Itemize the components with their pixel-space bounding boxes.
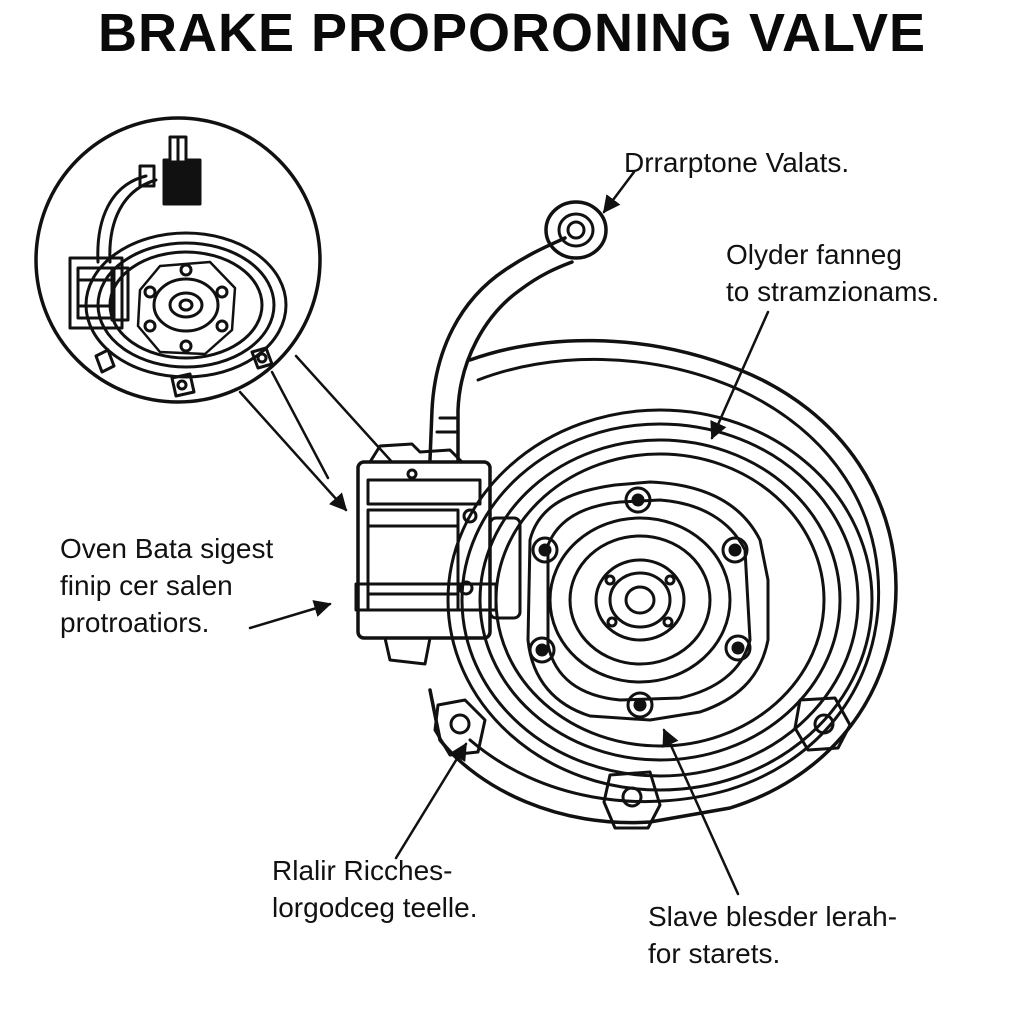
mount-tab-right — [793, 696, 852, 752]
callout-left: Oven Bata sigest finip cer salen protroa… — [60, 530, 273, 641]
callout-bottom-right: Slave blesder lerah- for starets. — [648, 898, 897, 972]
callout-left-line3: protroatiors. — [60, 607, 210, 638]
callout-bottom-left-line1: Rlalir Ricches- — [272, 855, 453, 886]
backing-plate — [428, 338, 898, 825]
callout-right-line1: Olyder fanneg — [726, 239, 902, 270]
mount-tab-bottom — [602, 770, 662, 830]
callout-arrows — [248, 170, 770, 896]
main-brake-assembly — [428, 338, 898, 830]
callout-left-line2: finip cer salen — [60, 570, 233, 601]
arrow-top-right — [602, 170, 636, 214]
callout-right: Olyder fanneg to stramzionams. — [726, 236, 939, 310]
valve-body — [354, 442, 522, 666]
inset-detail-view — [34, 116, 322, 404]
callout-bottom-left-line2: lorgodceg teelle. — [272, 892, 478, 923]
hub-flange — [526, 480, 770, 722]
arrow-bottom-right — [662, 728, 740, 896]
mount-tab-left — [433, 698, 487, 757]
callout-bottom-right-line1: Slave blesder lerah- — [648, 901, 898, 932]
callout-left-line1: Oven Bata sigest — [60, 533, 274, 564]
brake-line — [428, 200, 608, 462]
diagram-title: BRAKE PROPORONING VALVE — [97, 3, 927, 63]
arrow-right — [710, 310, 770, 440]
arrow-left — [248, 600, 332, 630]
callout-bottom-left: Rlalir Ricches- lorgodceg teelle. — [272, 852, 477, 926]
callout-top-right-text: Drrarptone Valats. — [624, 147, 850, 178]
inset-fitting — [138, 135, 202, 206]
callout-bottom-right-line2: for starets. — [648, 938, 781, 969]
callout-right-line2: to stramzionams. — [726, 276, 940, 307]
callout-top-right: Drrarptone Valats. — [624, 144, 849, 181]
inset-leader-lines — [238, 354, 394, 512]
banjo-fitting — [544, 200, 608, 260]
arrow-bottom-left — [394, 742, 468, 860]
